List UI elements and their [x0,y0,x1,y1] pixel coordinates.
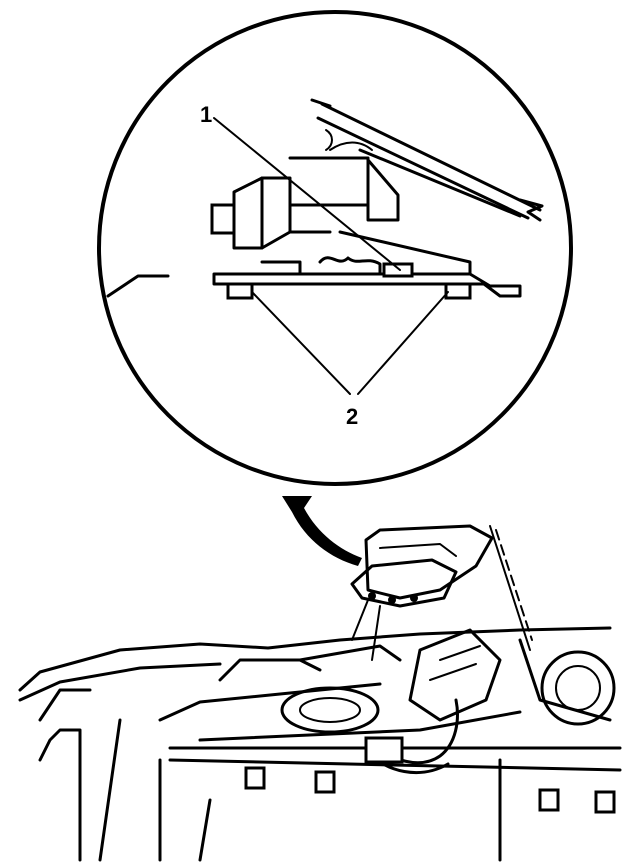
actuator-motor [210,129,400,250]
linkage-rods [310,98,544,222]
dashboard-panel [18,626,622,862]
callout-2-label: 2 [346,404,358,429]
callout-1-label: 1 [200,102,212,127]
detail-circle [97,10,573,486]
leader-lines [213,117,449,395]
mounting-bracket [106,230,522,300]
curved-arrow [282,496,362,566]
detail-view: 1 2 [97,10,573,486]
